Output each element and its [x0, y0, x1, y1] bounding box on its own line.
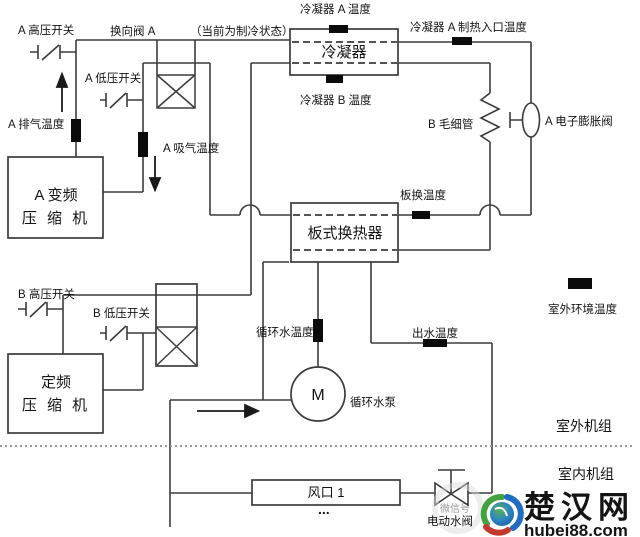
globe-icon [480, 493, 524, 536]
pump-symbol [290, 366, 346, 422]
label-mode-note: （当前为制冷状态） [190, 24, 294, 38]
sensor-a-suction-temp [138, 132, 148, 157]
sensor-condenser-a-temp [329, 25, 348, 33]
label-reversing-valve-a: 换向阀 A [110, 24, 156, 38]
electric-water-valve-symbol [434, 469, 469, 507]
label-switch-b-lp: B 低压开关 [93, 306, 150, 320]
logo-name: 楚汉网 [524, 490, 635, 525]
label-phe-temp: 板换温度 [400, 188, 446, 202]
label-compressor-a-1: A 变频 [34, 187, 77, 204]
exchanger-channels [292, 41, 397, 251]
switch-b-high-pressure-icon [25, 301, 48, 318]
label-discharge-temp-a: A 排气温度 [8, 117, 65, 131]
label-outdoor-ambient-temp: 室外环境温度 [548, 302, 617, 316]
watermark: 微信号 [432, 482, 484, 534]
reversing-valve-a-symbol [156, 74, 196, 109]
switch-a-high-pressure-icon [37, 44, 61, 61]
arrow-right-water-flow [197, 403, 261, 419]
label-outlet-water-temp: 出水温度 [412, 326, 458, 340]
label-air-outlet-1: 风口 1 [308, 485, 345, 500]
sensor-circ-water-temp [313, 319, 323, 342]
compressor-a-box [7, 156, 104, 239]
pipes [18, 39, 532, 527]
label-pump-motor: M [311, 387, 324, 404]
arrow-up-discharge [55, 71, 69, 112]
arrow-down-suction [148, 156, 162, 193]
sensor-plate-hx-temp [412, 211, 430, 219]
logo-domain: hubei88.com [524, 521, 628, 537]
eev-a-symbol [509, 102, 541, 138]
reversing-valve-b-internals [155, 326, 198, 367]
sensor-condenser-a-heat-inlet-temp [452, 37, 472, 45]
switch-b-low-pressure-icon [105, 325, 128, 342]
condenser-box [289, 28, 399, 76]
svg-text:微信号: 微信号 [440, 502, 470, 515]
label-plate-hx: 板式换热器 [307, 224, 382, 242]
label-suction-temp-a: A 吸气温度 [163, 141, 220, 155]
label-switch-a-lp: A 低压开关 [85, 71, 142, 85]
sensor-condenser-b-temp [326, 75, 343, 83]
switch-a-low-pressure-icon [105, 92, 128, 109]
site-logo: 楚汉网 hubei88.com [480, 490, 635, 537]
label-compressor-a-2: 压 缩 机 [22, 210, 90, 227]
label-eev-a: A 电子膨胀阀 [545, 114, 613, 128]
plate-heat-exchanger-box [290, 202, 399, 263]
label-indoor-unit: 室内机组 [558, 466, 614, 482]
label-switch-a-hp: A 高压开关 [18, 23, 75, 37]
compressor-b-box [7, 353, 104, 434]
label-condenser: 冷凝器 [321, 44, 366, 61]
label-cond-a-temp: 冷凝器 A 温度 [300, 2, 371, 16]
sensor-outlet-water-temp [423, 339, 447, 347]
label-outdoor-unit: 室外机组 [556, 418, 612, 434]
sensor-outdoor-ambient-temp [568, 278, 592, 289]
label-more-outlets: ... [318, 501, 330, 517]
reversing-valve-b-symbol [155, 283, 198, 367]
label-compressor-b-1: 定频 [41, 374, 71, 391]
label-capillary-b: B 毛细管 [428, 117, 473, 131]
label-compressor-b-2: 压 缩 机 [22, 397, 90, 414]
label-switch-b-hp: B 高压开关 [18, 287, 75, 301]
label-circ-pump: 循环水泵 [350, 396, 396, 409]
sensor-a-discharge-temp [71, 119, 81, 142]
label-cond-b-temp: 冷凝器 B 温度 [300, 93, 372, 107]
label-electric-water-valve: 电动水阀 [427, 514, 473, 528]
label-cond-a-heat-inlet-temp: 冷凝器 A 制热入口温度 [410, 20, 527, 34]
label-circ-water-temp: 循环水温度 [256, 325, 314, 339]
